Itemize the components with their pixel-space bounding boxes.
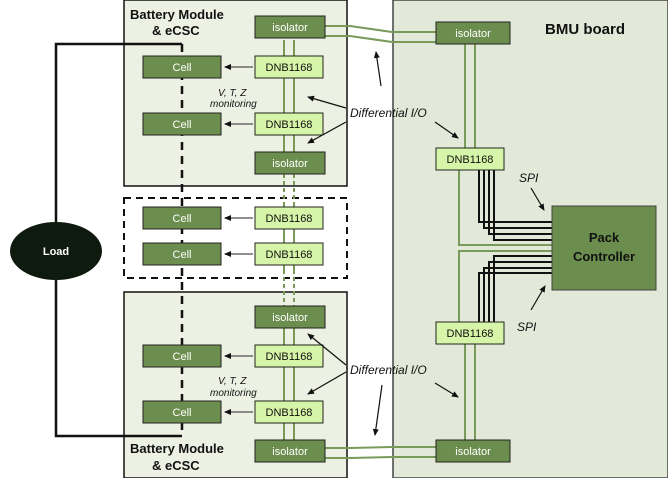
- dnb1168-chip: DNB1168: [254, 242, 324, 266]
- dnb1168-label: DNB1168: [447, 154, 494, 166]
- bottom-module-subtitle: & eCSC: [152, 458, 200, 473]
- cell-label: Cell: [173, 351, 192, 363]
- load-label: Load: [43, 246, 69, 258]
- differential-io-label: Differential I/O: [350, 106, 427, 120]
- pack-controller: Pack Controller: [551, 205, 657, 291]
- isolator: isolator: [254, 305, 326, 329]
- isolator: isolator: [254, 439, 326, 463]
- spi-label: SPI: [517, 320, 537, 334]
- pack-controller-label-2: Controller: [573, 249, 635, 264]
- load: Load: [10, 222, 102, 280]
- dnb1168-label: DNB1168: [266, 62, 313, 74]
- top-module-subtitle: & eCSC: [152, 23, 200, 38]
- isolator-label: isolator: [272, 158, 308, 170]
- dnb1168-label: DNB1168: [266, 119, 313, 131]
- spi-bus-bottom: [458, 250, 552, 322]
- cell: Cell: [142, 400, 222, 424]
- cell: Cell: [142, 55, 222, 79]
- cell-label: Cell: [173, 119, 192, 131]
- spi-label: SPI: [519, 171, 539, 185]
- cell: Cell: [142, 112, 222, 136]
- dnb1168-label: DNB1168: [266, 351, 313, 363]
- isolator-label: isolator: [272, 22, 308, 34]
- top-module-title: Battery Module: [130, 7, 224, 22]
- cell: Cell: [142, 206, 222, 230]
- monitoring-label-1: V, T, Z: [218, 88, 247, 99]
- dnb1168-chip: DNB1168: [254, 112, 324, 136]
- dnb1168-label: DNB1168: [447, 328, 494, 340]
- bmu-board-title: BMU board: [545, 21, 625, 38]
- pack-controller-box: [551, 205, 657, 291]
- dnb1168-label: DNB1168: [266, 249, 313, 261]
- cell-label: Cell: [173, 213, 192, 225]
- isolator-label: isolator: [272, 446, 308, 458]
- differential-io-label: Differential I/O: [350, 363, 427, 377]
- cell-label: Cell: [173, 62, 192, 74]
- dnb1168-chip: DNB1168: [435, 321, 505, 345]
- dnb1168-chip: DNB1168: [254, 55, 324, 79]
- isolator-label: isolator: [455, 446, 491, 458]
- bottom-module-title: Battery Module: [130, 441, 224, 456]
- bmu-vertical-bus: [464, 44, 476, 440]
- annotation-arrows: [307, 51, 546, 436]
- spi-bus-top: [458, 170, 552, 246]
- cell-arrows: [224, 64, 253, 415]
- dnb1168-label: DNB1168: [266, 407, 313, 419]
- cell: Cell: [142, 344, 222, 368]
- cell-label: Cell: [173, 249, 192, 261]
- dnb1168-chip: DNB1168: [254, 206, 324, 230]
- isolator-label: isolator: [272, 312, 308, 324]
- dnb1168-chip: DNB1168: [254, 400, 324, 424]
- dnb1168-chip: DNB1168: [254, 344, 324, 368]
- pack-controller-label-1: Pack: [589, 230, 620, 245]
- cell-label: Cell: [173, 407, 192, 419]
- dnb1168-chip: DNB1168: [435, 147, 505, 171]
- monitoring-label-2: monitoring: [210, 388, 257, 399]
- isolator: isolator: [254, 15, 326, 39]
- load-ellipse: [10, 222, 102, 280]
- isolator: isolator: [254, 151, 326, 175]
- dnb1168-label: DNB1168: [266, 213, 313, 225]
- cell: Cell: [142, 242, 222, 266]
- isolator: isolator: [435, 21, 511, 45]
- isolator: isolator: [435, 439, 511, 463]
- isolator-label: isolator: [455, 28, 491, 40]
- monitoring-label-1: V, T, Z: [218, 376, 247, 387]
- isolator-links: [325, 25, 436, 459]
- monitoring-label-2: monitoring: [210, 99, 257, 110]
